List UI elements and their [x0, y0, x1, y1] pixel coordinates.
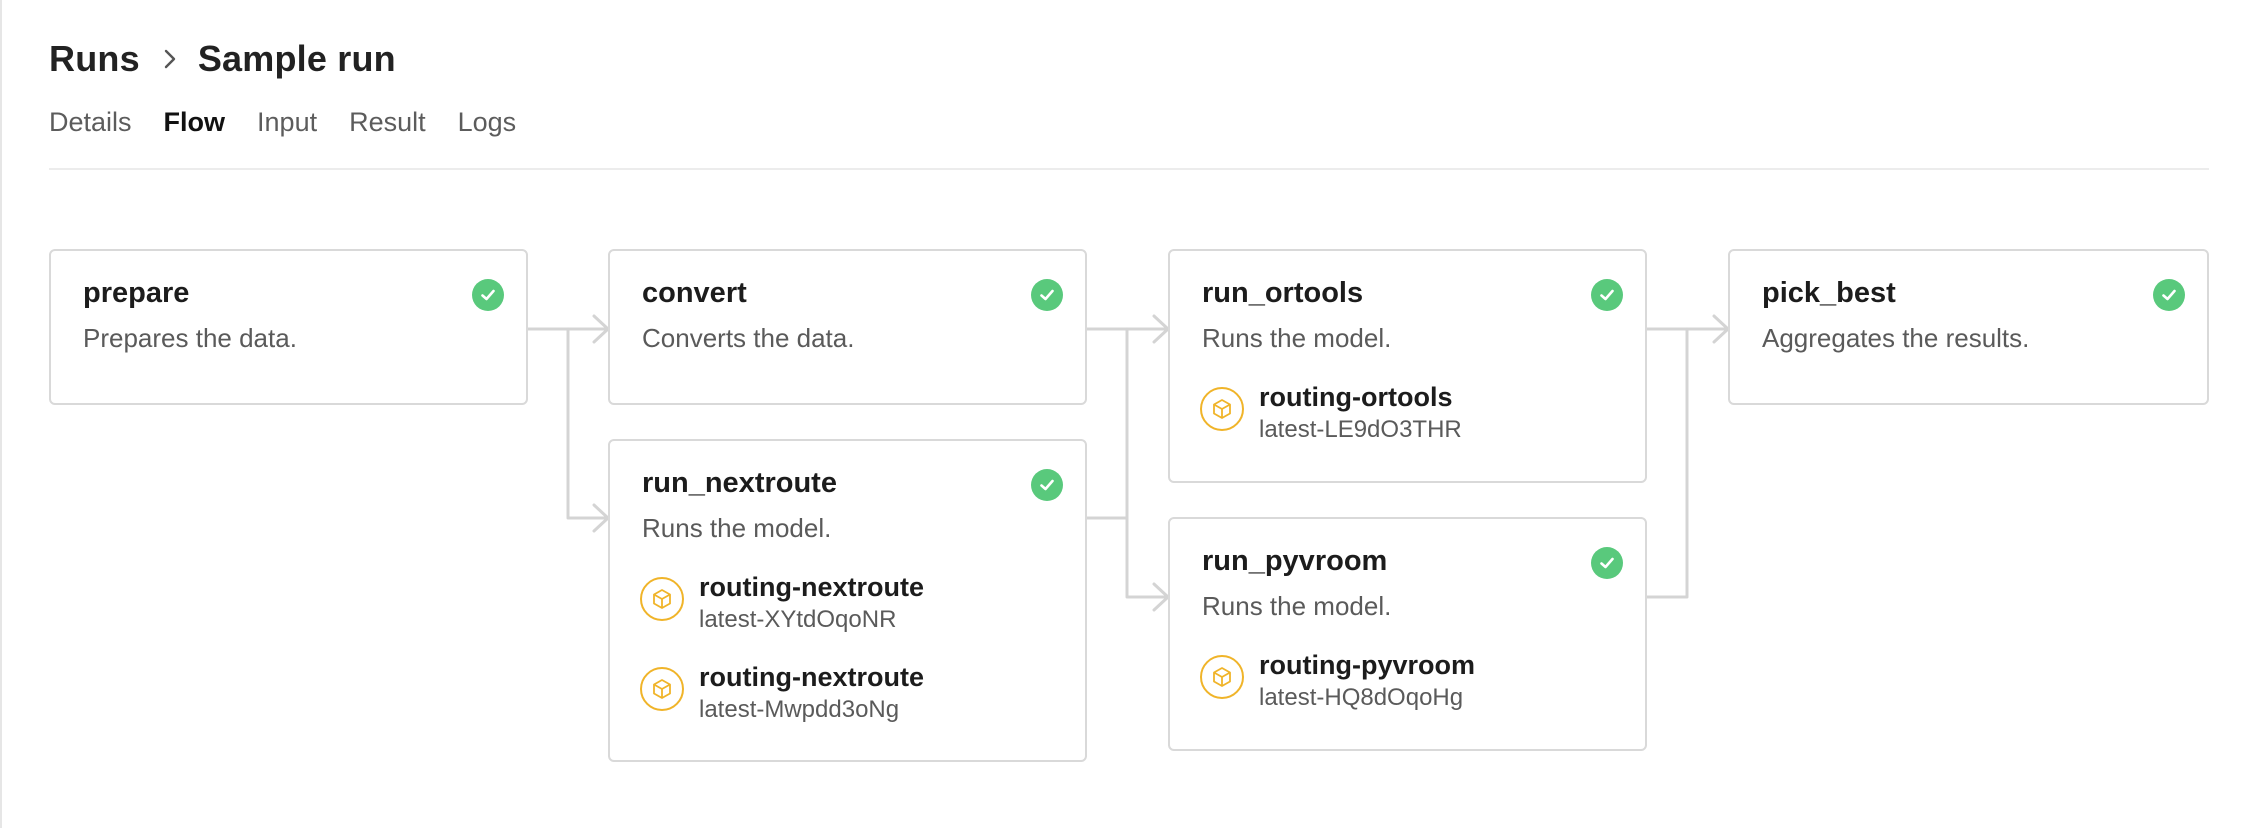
- node-title: run_pyvroom: [1202, 545, 1388, 577]
- check-circle-icon: [1031, 469, 1063, 501]
- edge-split-run_pyvroom: [1125, 327, 1170, 599]
- tab-bar: Details Flow Input Result Logs: [49, 100, 516, 144]
- tab-input[interactable]: Input: [257, 106, 318, 137]
- check-circle-icon: [1591, 279, 1623, 311]
- tab-details[interactable]: Details: [49, 106, 132, 137]
- model-name: routing-ortools: [1259, 382, 1453, 412]
- check-circle-icon: [2153, 279, 2185, 311]
- node-title: pick_best: [1762, 277, 1896, 309]
- node-description: Runs the model.: [1202, 323, 1392, 353]
- cube-icon: [1200, 655, 1244, 699]
- node-title: convert: [642, 277, 747, 309]
- model-version: latest-Mwpdd3oNg: [699, 696, 900, 723]
- model-link[interactable]: routing-pyvroom latest-HQ8dOqoHg: [1200, 649, 1475, 721]
- page-title: Sample run: [197, 38, 396, 79]
- cube-icon: [640, 667, 684, 711]
- model-version: latest-HQ8dOqoHg: [1259, 684, 1464, 711]
- breadcrumb-runs-link[interactable]: Runs: [49, 38, 140, 79]
- node-description: Runs the model.: [1202, 591, 1392, 621]
- model-version: latest-LE9dO3THR: [1259, 416, 1462, 443]
- model-link[interactable]: routing-nextroute latest-Mwpdd3oNg: [640, 661, 924, 733]
- tab-logs[interactable]: Logs: [457, 106, 517, 137]
- tabs-divider: [49, 168, 2209, 170]
- model-link[interactable]: routing-ortools latest-LE9dO3THR: [1200, 381, 1462, 453]
- breadcrumb: Runs Sample run: [49, 34, 396, 84]
- flow-node-prepare[interactable]: prepare Prepares the data.: [49, 249, 528, 405]
- node-description: Converts the data.: [642, 323, 855, 353]
- edge-run_pyvroom-merge: [1645, 327, 1689, 599]
- flow-node-run_nextroute[interactable]: run_nextroute Runs the model. routing-ne…: [608, 439, 1087, 762]
- flow-node-run_ortools[interactable]: run_ortools Runs the model. routing-orto…: [1168, 249, 1647, 483]
- edge-prepare-run_nextroute: [566, 327, 610, 520]
- tab-flow[interactable]: Flow: [163, 106, 226, 137]
- node-title: prepare: [83, 277, 190, 309]
- check-circle-icon: [1031, 279, 1063, 311]
- node-title: run_nextroute: [642, 467, 837, 499]
- model-name: routing-nextroute: [699, 572, 924, 602]
- tab-result[interactable]: Result: [349, 106, 426, 137]
- node-description: Prepares the data.: [83, 323, 297, 353]
- node-title: run_ortools: [1202, 277, 1364, 309]
- node-description: Aggregates the results.: [1762, 323, 2030, 353]
- model-name: routing-nextroute: [699, 662, 924, 692]
- flow-node-run_pyvroom[interactable]: run_pyvroom Runs the model. routing-pyvr…: [1168, 517, 1647, 751]
- model-version: latest-XYtdOqoNR: [699, 606, 897, 633]
- check-circle-icon: [472, 279, 504, 311]
- model-link[interactable]: routing-nextroute latest-XYtdOqoNR: [640, 571, 924, 643]
- model-name: routing-pyvroom: [1259, 650, 1475, 680]
- cube-icon: [640, 577, 684, 621]
- window-edge: [0, 0, 2, 828]
- flow-node-convert[interactable]: convert Converts the data.: [608, 249, 1087, 405]
- node-description: Runs the model.: [642, 513, 832, 543]
- check-circle-icon: [1591, 547, 1623, 579]
- flow-node-pick_best[interactable]: pick_best Aggregates the results.: [1728, 249, 2209, 405]
- chevron-right-icon: [156, 45, 184, 73]
- cube-icon: [1200, 387, 1244, 431]
